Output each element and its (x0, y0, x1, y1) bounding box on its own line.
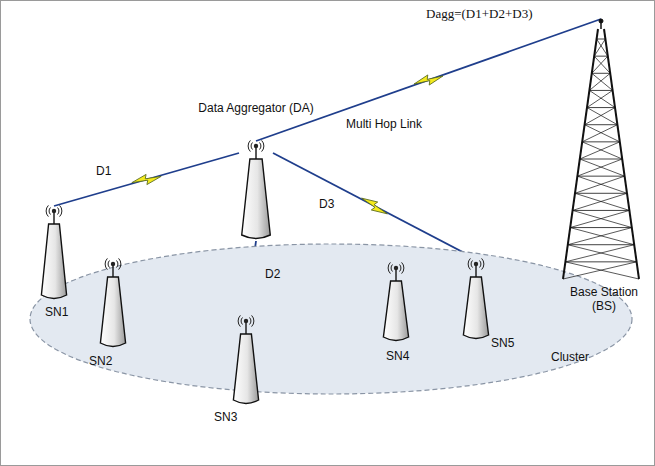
base-station: Base Station (BS) (556, 19, 646, 281)
node-label: SN2 (89, 354, 112, 368)
radio-wave (482, 258, 484, 269)
radio-wave (388, 262, 390, 273)
radio-wave (250, 318, 251, 325)
node-label: SN4 (386, 349, 409, 363)
signal-bolt (413, 70, 445, 89)
antenna-tip (254, 144, 258, 148)
link-label: Dagg=(D1+D2+D3) (426, 7, 532, 21)
radio-wave (60, 205, 62, 216)
signal-bolt (359, 195, 390, 218)
node-label: Base Station (BS) (564, 285, 644, 313)
antenna-tip (111, 262, 115, 266)
radio-wave (238, 315, 240, 326)
node-label: SN5 (491, 336, 514, 350)
tower-drawing (39, 206, 69, 301)
radio-wave (251, 143, 252, 150)
sensor-node: SN2 (98, 259, 128, 349)
radio-wave (391, 265, 392, 272)
link-caption: Multi Hop Link (346, 117, 422, 131)
tower-body (100, 277, 125, 347)
link-label: D2 (265, 267, 280, 281)
radio-wave (402, 262, 404, 273)
mast (53, 213, 55, 224)
link-label: D3 (319, 197, 334, 211)
radio-wave (241, 318, 242, 325)
link-label: D1 (96, 164, 111, 178)
node-label: SN3 (214, 410, 237, 424)
radio-wave (117, 261, 118, 268)
antenna-tip (394, 266, 398, 270)
mast (255, 148, 257, 159)
wireless-link (256, 19, 601, 141)
radio-wave (468, 258, 470, 269)
radio-wave (471, 261, 472, 268)
wireless-link (273, 153, 476, 259)
sensor-node: SN1 (39, 206, 69, 301)
antenna-tip (474, 262, 478, 266)
radio-wave (252, 315, 254, 326)
node-label: SN1 (45, 305, 68, 319)
antenna-tip (52, 209, 56, 213)
radio-wave (46, 205, 48, 216)
radio-wave (58, 208, 59, 215)
radio-wave (260, 143, 261, 150)
tower-body (463, 277, 488, 339)
radio-wave (262, 140, 264, 151)
tower-drawing (556, 19, 646, 281)
mast (112, 266, 114, 277)
data-aggregator: Data Aggregator (DA) (239, 141, 273, 241)
mast (475, 266, 477, 277)
lattice-tower (563, 19, 639, 279)
tower-body (233, 334, 258, 404)
tower-drawing (98, 259, 128, 349)
sensor-node: SN4 (381, 263, 411, 343)
antenna-tip (244, 319, 248, 323)
radio-wave (108, 261, 109, 268)
cluster-region: ClusterSN1SN2SN3SN4SN5 (29, 243, 633, 395)
radio-wave (400, 265, 401, 272)
tower-drawing (461, 259, 491, 341)
mast (395, 270, 397, 281)
radio-wave (480, 261, 481, 268)
tower-drawing (381, 263, 411, 343)
tower-body (242, 159, 271, 239)
node-label: Data Aggregator (DA) (196, 101, 316, 115)
signal-bolt (131, 171, 163, 189)
radio-wave (105, 258, 107, 269)
wireless-link (54, 153, 239, 206)
radio-wave (119, 258, 121, 269)
tower-drawing (239, 141, 273, 241)
tower-body (383, 281, 408, 341)
sensor-node: SN3 (231, 316, 261, 406)
radio-wave (49, 208, 50, 215)
sensor-node: SN5 (461, 259, 491, 341)
tower-body (41, 224, 66, 299)
cluster-outline (30, 244, 632, 394)
radio-wave (248, 140, 250, 151)
tower-drawing (231, 316, 261, 406)
region-label: Cluster (551, 350, 589, 364)
mast (245, 323, 247, 334)
